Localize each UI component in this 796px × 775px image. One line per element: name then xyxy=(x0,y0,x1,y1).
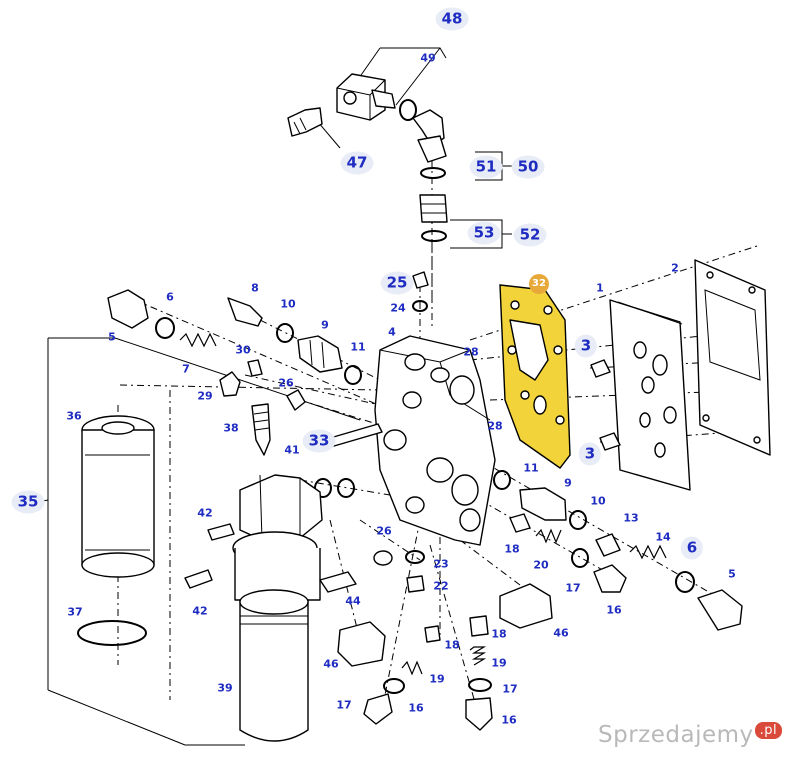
callout-42: 42 xyxy=(197,506,213,520)
callout-17: 17 xyxy=(565,581,581,595)
callout-8: 8 xyxy=(251,281,259,295)
callout-11: 11 xyxy=(523,461,539,475)
left-parts xyxy=(107,289,383,498)
callout-24: 24 xyxy=(390,301,406,315)
callout-28: 28 xyxy=(463,345,479,359)
watermark: Sprzedajemy.pl xyxy=(598,722,783,748)
callout-5: 5 xyxy=(728,567,736,581)
callout-18: 18 xyxy=(491,627,507,641)
callout-11: 11 xyxy=(350,340,366,354)
callout-52: 52 xyxy=(513,223,547,247)
right-parts xyxy=(319,470,743,631)
callout-10: 10 xyxy=(280,297,296,311)
callout-36: 36 xyxy=(66,409,82,423)
callout-44: 44 xyxy=(345,594,361,608)
callout-22: 22 xyxy=(433,579,449,593)
filter-assembly xyxy=(77,415,323,742)
callout-39: 39 xyxy=(217,681,233,695)
callout-35: 35 xyxy=(11,490,45,514)
callout-46: 46 xyxy=(553,626,569,640)
callout-50: 50 xyxy=(511,155,545,179)
callout-38: 38 xyxy=(223,421,239,435)
callout-48: 48 xyxy=(435,7,469,31)
callout-10: 10 xyxy=(590,494,606,508)
callout-17: 17 xyxy=(502,682,518,696)
callout-6: 6 xyxy=(166,290,174,304)
callout-47: 47 xyxy=(340,151,374,175)
callout-16: 16 xyxy=(606,603,622,617)
callout-49: 49 xyxy=(420,51,436,65)
callout-17: 17 xyxy=(336,698,352,712)
callout-29: 29 xyxy=(197,389,213,403)
valve-body xyxy=(374,335,496,546)
callout-18: 18 xyxy=(444,638,460,652)
callout-7: 7 xyxy=(182,362,190,376)
callout-14: 14 xyxy=(655,530,671,544)
callout-18: 18 xyxy=(504,542,520,556)
callout-9: 9 xyxy=(321,318,329,332)
callout-37: 37 xyxy=(67,605,83,619)
callout-5: 5 xyxy=(108,330,116,344)
callout-25: 25 xyxy=(380,271,414,295)
callout-4: 4 xyxy=(388,325,396,339)
callout-26: 26 xyxy=(278,376,294,390)
callout-3: 3 xyxy=(574,334,598,358)
callout-23: 23 xyxy=(433,557,449,571)
watermark-text: Sprzedajemy xyxy=(598,722,754,748)
callout-46: 46 xyxy=(323,657,339,671)
callout-51: 51 xyxy=(469,155,503,179)
watermark-suffix: .pl xyxy=(754,722,783,739)
callout-13: 13 xyxy=(623,511,639,525)
callout-26: 26 xyxy=(376,524,392,538)
callout-3: 3 xyxy=(578,442,602,466)
callout-1: 1 xyxy=(596,281,604,295)
callout-2: 2 xyxy=(671,261,679,275)
callout-6: 6 xyxy=(680,536,704,560)
callout-30: 30 xyxy=(235,343,251,357)
callout-41: 41 xyxy=(284,443,300,457)
callout-16: 16 xyxy=(501,713,517,727)
top-fittings xyxy=(287,73,448,312)
callout-53: 53 xyxy=(467,221,501,245)
callout-16: 16 xyxy=(408,701,424,715)
callout-33: 33 xyxy=(302,429,336,453)
callout-19: 19 xyxy=(429,672,445,686)
cover-plate xyxy=(590,259,771,491)
gasket-32 xyxy=(499,284,571,469)
callout-42: 42 xyxy=(192,604,208,618)
callout-28: 28 xyxy=(487,419,503,433)
callout-19: 19 xyxy=(491,656,507,670)
callout-20: 20 xyxy=(533,558,549,572)
bottom-parts xyxy=(337,550,493,731)
callout-32: 32 xyxy=(529,274,549,294)
callout-9: 9 xyxy=(564,476,572,490)
